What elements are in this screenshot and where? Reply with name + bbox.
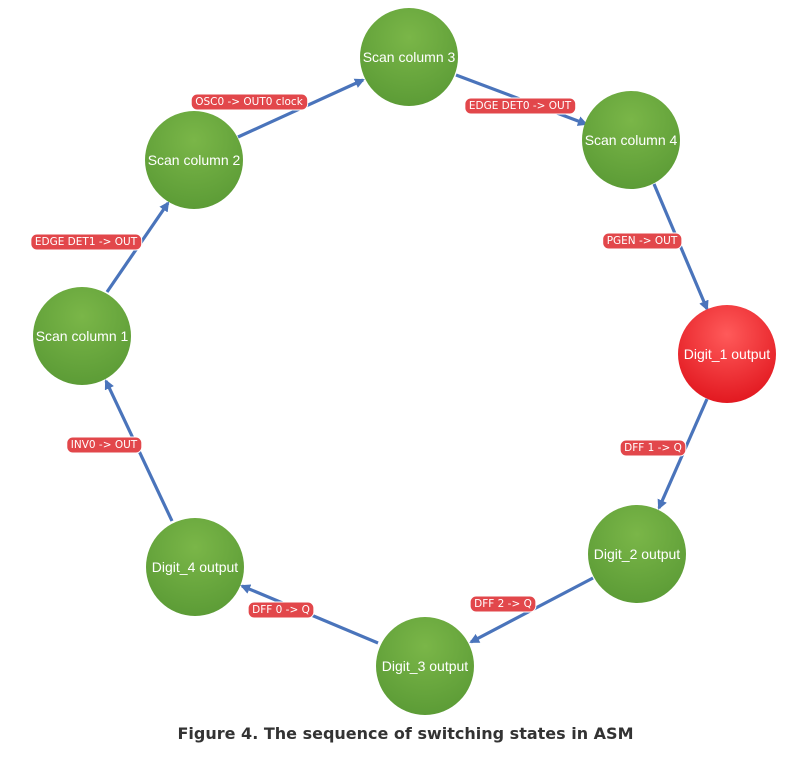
transition-label: DFF 2 -> Q xyxy=(469,595,537,613)
transition-label-background xyxy=(602,232,683,250)
transition-label-text: OSC0 -> OUT0 clock xyxy=(195,96,303,108)
state-digit-1-output: Digit_1 output xyxy=(678,305,776,403)
state-label: Digit_1 output xyxy=(684,346,771,362)
state-label: Scan column 4 xyxy=(585,132,678,148)
state-digit-4-output: Digit_4 output xyxy=(146,518,244,616)
transition-label-text: EDGE DET1 -> OUT xyxy=(35,236,138,248)
state-label: Scan column 3 xyxy=(363,49,456,65)
state-digit-2-output: Digit_2 output xyxy=(588,505,686,603)
transition-label-background xyxy=(464,97,577,115)
state-machine-diagram: Scan column 3 Scan column 4 Digit_1 output… xyxy=(30,8,776,715)
transition-label-text: EDGE DET0 -> OUT xyxy=(469,100,572,112)
state-circle xyxy=(145,111,243,209)
transition-label-text: DFF 0 -> Q xyxy=(252,604,310,616)
state-scan-column-4: Scan column 4 xyxy=(582,91,680,189)
state-scan-column-1: Scan column 1 xyxy=(33,287,131,385)
transition-label: EDGE DET0 -> OUT xyxy=(464,97,577,115)
state-circle xyxy=(582,91,680,189)
transition-label-background xyxy=(247,601,315,619)
state-label: Scan column 1 xyxy=(36,328,129,344)
state-label: Digit_3 output xyxy=(382,658,469,674)
transition-label-background xyxy=(30,233,143,251)
state-digit-3-output: Digit_3 output xyxy=(376,617,474,715)
state-circle xyxy=(588,505,686,603)
transition-label-background xyxy=(619,439,687,457)
transition-label-background xyxy=(190,93,309,111)
state-label: Digit_2 output xyxy=(594,546,681,562)
state-label: Digit_4 output xyxy=(152,559,239,575)
transition-label: DFF 1 -> Q xyxy=(619,439,687,457)
transition-label: OSC0 -> OUT0 clock xyxy=(190,93,309,111)
transition-label: DFF 0 -> Q xyxy=(247,601,315,619)
state-scan-column-3: Scan column 3 xyxy=(360,8,458,106)
transition-label: INV0 -> OUT xyxy=(66,436,143,454)
transition-label: EDGE DET1 -> OUT xyxy=(30,233,143,251)
state-circle xyxy=(376,617,474,715)
transition-label-text: INV0 -> OUT xyxy=(71,439,138,451)
state-circle xyxy=(33,287,131,385)
transition-label: PGEN -> OUT xyxy=(602,232,683,250)
state-circle xyxy=(146,518,244,616)
state-circle xyxy=(360,8,458,106)
active-state-circle xyxy=(678,305,776,403)
transition-label-text: PGEN -> OUT xyxy=(607,235,678,247)
transition-label-text: DFF 2 -> Q xyxy=(474,598,532,610)
transition-label-background xyxy=(469,595,537,613)
state-scan-column-2: Scan column 2 xyxy=(145,111,243,209)
figure-caption: Figure 4. The sequence of switching stat… xyxy=(177,724,634,743)
transition-label-text: DFF 1 -> Q xyxy=(624,442,682,454)
transition-label-background xyxy=(66,436,143,454)
state-label: Scan column 2 xyxy=(148,152,241,168)
